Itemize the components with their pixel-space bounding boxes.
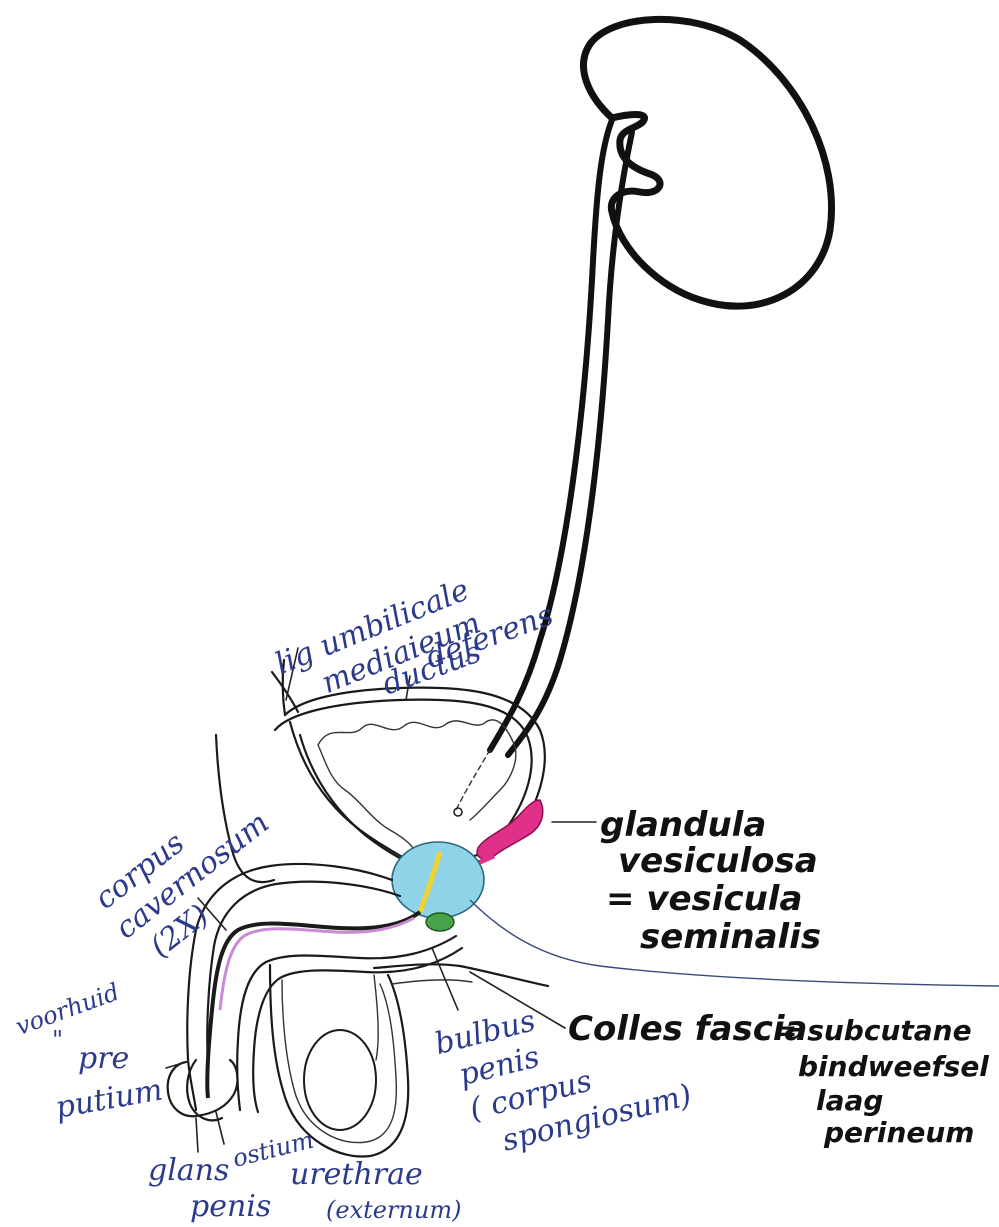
kidney (584, 19, 832, 306)
label-subcutane-line2: bindweefsel (798, 1050, 989, 1083)
scrotum-inner (282, 980, 396, 1143)
label-glandula-line1: glandula (600, 805, 766, 845)
label-glandula-line3: = vesicula (606, 879, 802, 919)
label-ostium-line2: urethrae (290, 1157, 423, 1192)
label-colles-fascia: Colles fascia = subcutane bindweefsel la… (568, 1009, 989, 1149)
label-subcutane-line4: perineum (823, 1116, 974, 1149)
perineum-line-2 (392, 980, 472, 984)
ureter-right (508, 132, 632, 755)
label-ostium-line3: (externum) (326, 1196, 461, 1224)
label-glans-line2: penis (190, 1189, 271, 1224)
label-voorhuid-line4: putium (53, 1072, 165, 1125)
leader-ostium (216, 1112, 224, 1144)
label-glans-line1: glans (148, 1153, 229, 1188)
label-glandula-line2: vesiculosa (618, 841, 818, 881)
label-colles-text: Colles fascia (568, 1009, 807, 1049)
leader-glans (196, 1118, 198, 1152)
label-voorhuid-line1: voorhuid (12, 978, 123, 1041)
ureter-left (490, 120, 612, 750)
label-subcutane-line3: laag (816, 1084, 883, 1117)
label-subcutane-line1: = subcutane (774, 1014, 972, 1047)
label-voorhuid-line2: " (52, 1026, 63, 1054)
label-voorhuid: voorhuid " pre putium (12, 978, 165, 1126)
glans-penis (168, 1060, 238, 1116)
spermatic-cord (374, 975, 378, 1060)
label-glandula-vesiculosa: glandula vesiculosa = vesicula seminalis (600, 805, 821, 957)
penis-upper-2 (207, 882, 400, 1068)
bulbourethral-gland (426, 913, 454, 931)
penis-lower (237, 936, 456, 1110)
testis (304, 1030, 376, 1130)
label-glandula-line4: seminalis (640, 917, 821, 957)
bladder-front-2 (300, 735, 424, 872)
label-bulbus-penis: bulbus penis ( corpus spongiosum) (431, 971, 695, 1169)
bladder-mucosa (318, 720, 516, 858)
ureter-orifice (454, 808, 462, 816)
seminal-vesicle (477, 800, 543, 859)
bladder-front (290, 722, 420, 868)
ductus-dashed (456, 750, 490, 810)
label-voorhuid-line3: pre (78, 1041, 129, 1076)
bladder-outer-2 (275, 700, 532, 826)
